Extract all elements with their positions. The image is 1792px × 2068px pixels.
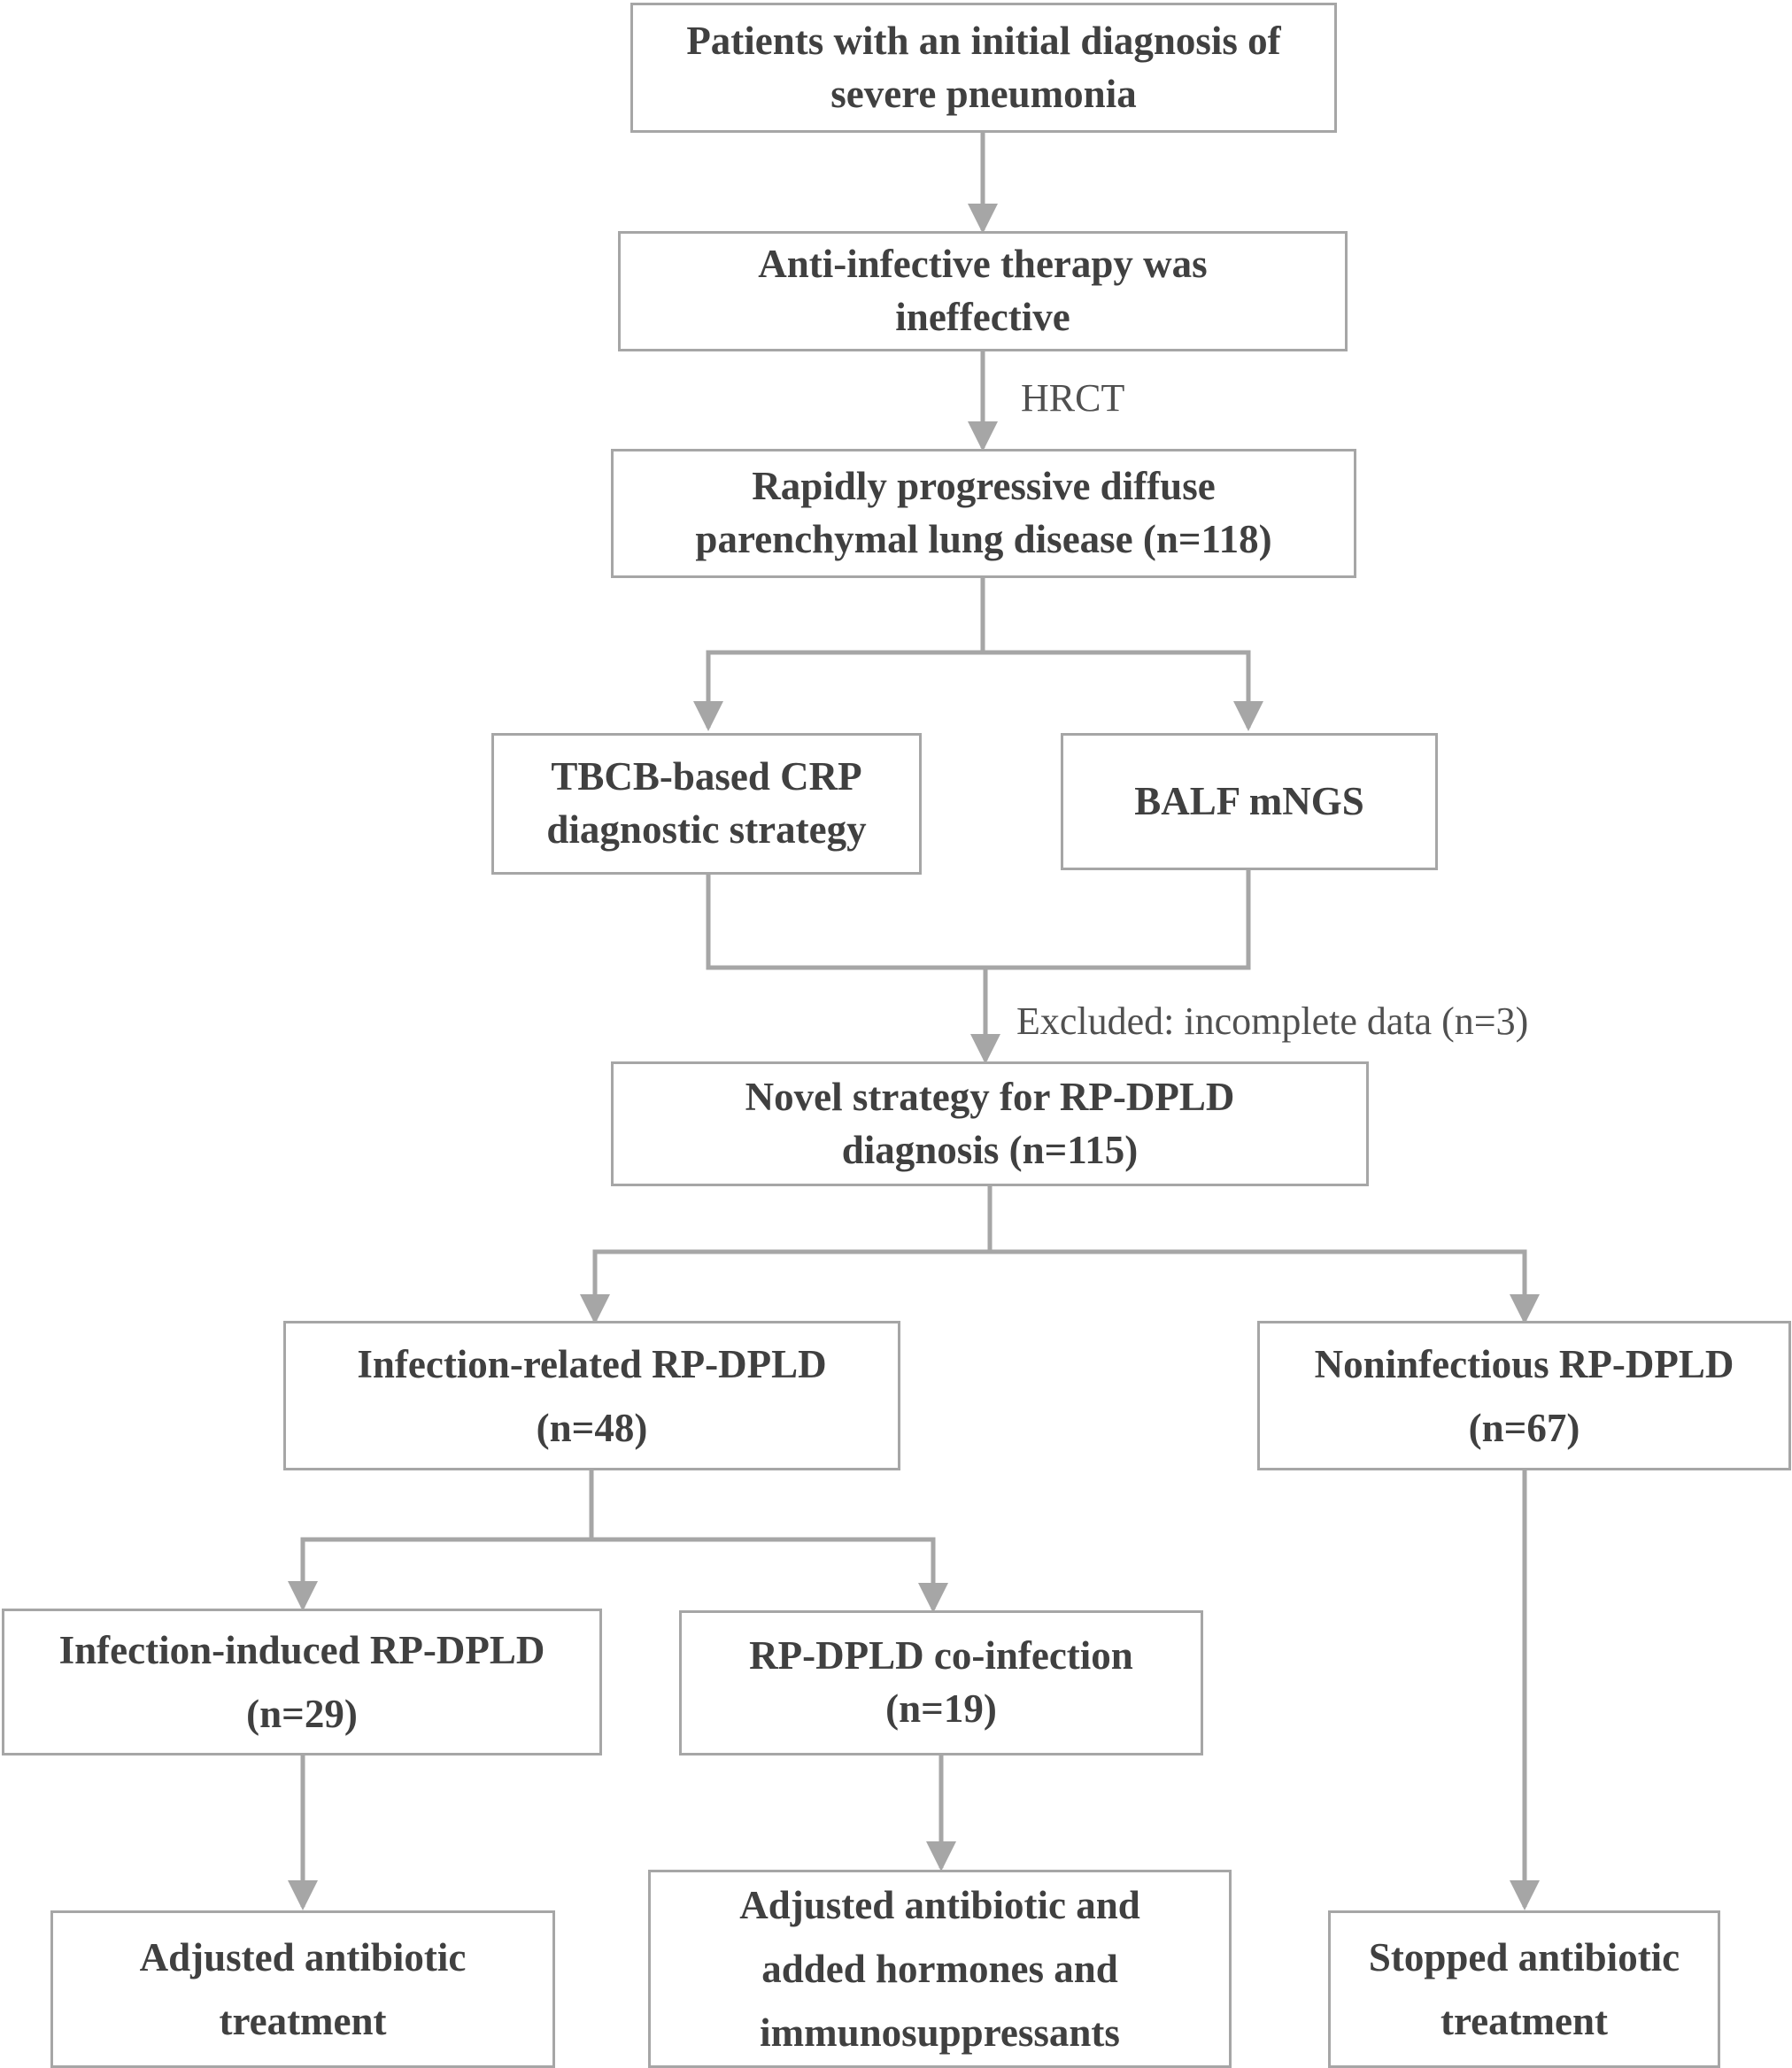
edge-label-hrct: HRCT bbox=[1021, 376, 1125, 420]
node-text-line: ineffective bbox=[895, 295, 1070, 339]
node-text-line: diagnostic strategy bbox=[546, 807, 867, 852]
node-text-line: Infection-related RP-DPLD bbox=[357, 1341, 827, 1386]
edge-label-excluded: Excluded: incomplete data (n=3) bbox=[1016, 999, 1529, 1043]
node-stopped-antibiotic: Stopped antibiotic treatment bbox=[1328, 1910, 1720, 2068]
connector-infection-related-to-coinfection bbox=[591, 1537, 948, 1613]
node-text-line: Stopped antibiotic bbox=[1368, 1935, 1680, 1979]
node-text-line: Noninfectious RP-DPLD bbox=[1314, 1341, 1734, 1386]
connector-balf-merge bbox=[985, 869, 1251, 970]
node-text-line: Anti-infective therapy was bbox=[758, 242, 1208, 287]
node-text-line: parenchymal lung disease (n=118) bbox=[695, 517, 1272, 561]
node-text-line: diagnosis (n=115) bbox=[841, 1127, 1139, 1172]
node-text-line: (n=19) bbox=[885, 1686, 997, 1731]
node-text-line: (n=29) bbox=[246, 1692, 358, 1736]
node-text-line: Infection-induced RP-DPLD bbox=[58, 1628, 545, 1672]
connector-tbcb-merge bbox=[706, 875, 985, 970]
node-initial-diagnosis: Patients with an initial diagnosis of se… bbox=[630, 3, 1337, 133]
node-adjusted-antibiotic: Adjusted antibiotic treatment bbox=[50, 1910, 555, 2068]
node-text-line: treatment bbox=[219, 1999, 387, 2043]
node-text-line: RP-DPLD co-infection bbox=[749, 1633, 1133, 1678]
node-text-line: Adjusted antibiotic and bbox=[739, 1883, 1140, 1927]
node-text-line: BALF mNGS bbox=[1134, 778, 1364, 823]
node-novel-strategy: Novel strategy for RP-DPLD diagnosis (n=… bbox=[611, 1061, 1369, 1186]
node-text-line: immunosuppressants bbox=[760, 2010, 1120, 2055]
node-noninfectious: Noninfectious RP-DPLD (n=67) bbox=[1257, 1321, 1791, 1470]
node-text-line: (n=48) bbox=[536, 1405, 648, 1450]
node-infection-induced: Infection-induced RP-DPLD (n=29) bbox=[2, 1609, 602, 1755]
connector-novel-split bbox=[580, 1186, 993, 1324]
node-text-line: added hormones and bbox=[761, 1947, 1118, 1991]
node-text-line: severe pneumonia bbox=[830, 71, 1137, 116]
connector-novel-to-noninfectious bbox=[990, 1249, 1540, 1324]
node-anti-infective-ineffective: Anti-infective therapy was ineffective bbox=[618, 231, 1348, 351]
node-text-line: Novel strategy for RP-DPLD bbox=[745, 1074, 1235, 1119]
node-text-line: Rapidly progressive diffuse bbox=[752, 464, 1216, 509]
node-rp-dpld: Rapidly progressive diffuse parenchymal … bbox=[611, 449, 1356, 578]
node-text-line: Adjusted antibiotic bbox=[139, 1935, 467, 1979]
connector-rp-dpld-split bbox=[693, 576, 985, 731]
connector-infection-related-split bbox=[288, 1470, 594, 1611]
node-text-line: Patients with an initial diagnosis of bbox=[686, 18, 1281, 63]
node-text-line: TBCB-based CRP bbox=[551, 754, 862, 799]
node-adjusted-hormones: Adjusted antibiotic and added hormones a… bbox=[648, 1870, 1232, 2068]
node-tbcb-strategy: TBCB-based CRP diagnostic strategy bbox=[491, 733, 922, 875]
node-text-line: (n=67) bbox=[1468, 1405, 1580, 1450]
node-balf-mngs: BALF mNGS bbox=[1061, 733, 1438, 870]
node-infection-related: Infection-related RP-DPLD (n=48) bbox=[283, 1321, 900, 1470]
node-text-line: treatment bbox=[1440, 1999, 1609, 2043]
node-coinfection: RP-DPLD co-infection (n=19) bbox=[679, 1610, 1203, 1755]
connector-rp-dpld-to-balf bbox=[983, 650, 1263, 731]
